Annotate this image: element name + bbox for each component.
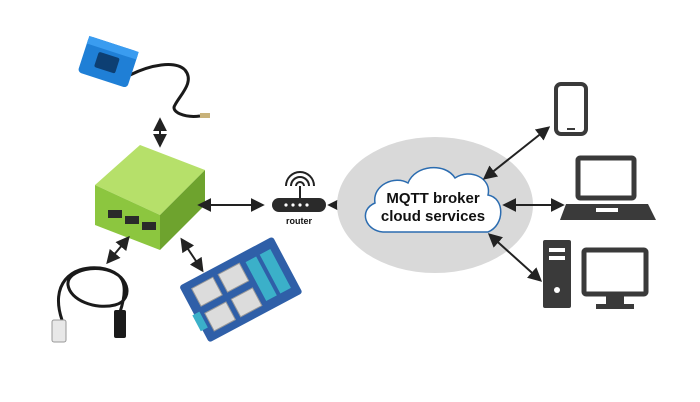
rj-cable-sensor [51, 266, 129, 343]
port [108, 210, 122, 218]
cloud-icon [364, 166, 502, 233]
wire-tip [200, 113, 210, 118]
smartphone-icon [554, 82, 588, 136]
arrow-controller-cable [106, 235, 130, 265]
port [142, 222, 156, 230]
relay-board [180, 237, 302, 342]
laptop-icon [560, 155, 656, 220]
cloud-label-line1: MQTT broker [386, 190, 480, 207]
arrow-cloud-desktop [487, 233, 543, 282]
arrow-cloud-phone [482, 126, 551, 180]
green-controller-box [95, 145, 205, 250]
desktop-computer-icon [543, 240, 649, 309]
port [125, 216, 139, 224]
pin-connector [114, 310, 126, 338]
router-label: router [286, 216, 313, 226]
arrow-controller-relay [180, 237, 204, 273]
rj-connector [51, 319, 67, 343]
cloud-label-line2: cloud services [381, 208, 485, 225]
current-clamp-sensor [78, 35, 210, 118]
router-icon [272, 171, 326, 212]
